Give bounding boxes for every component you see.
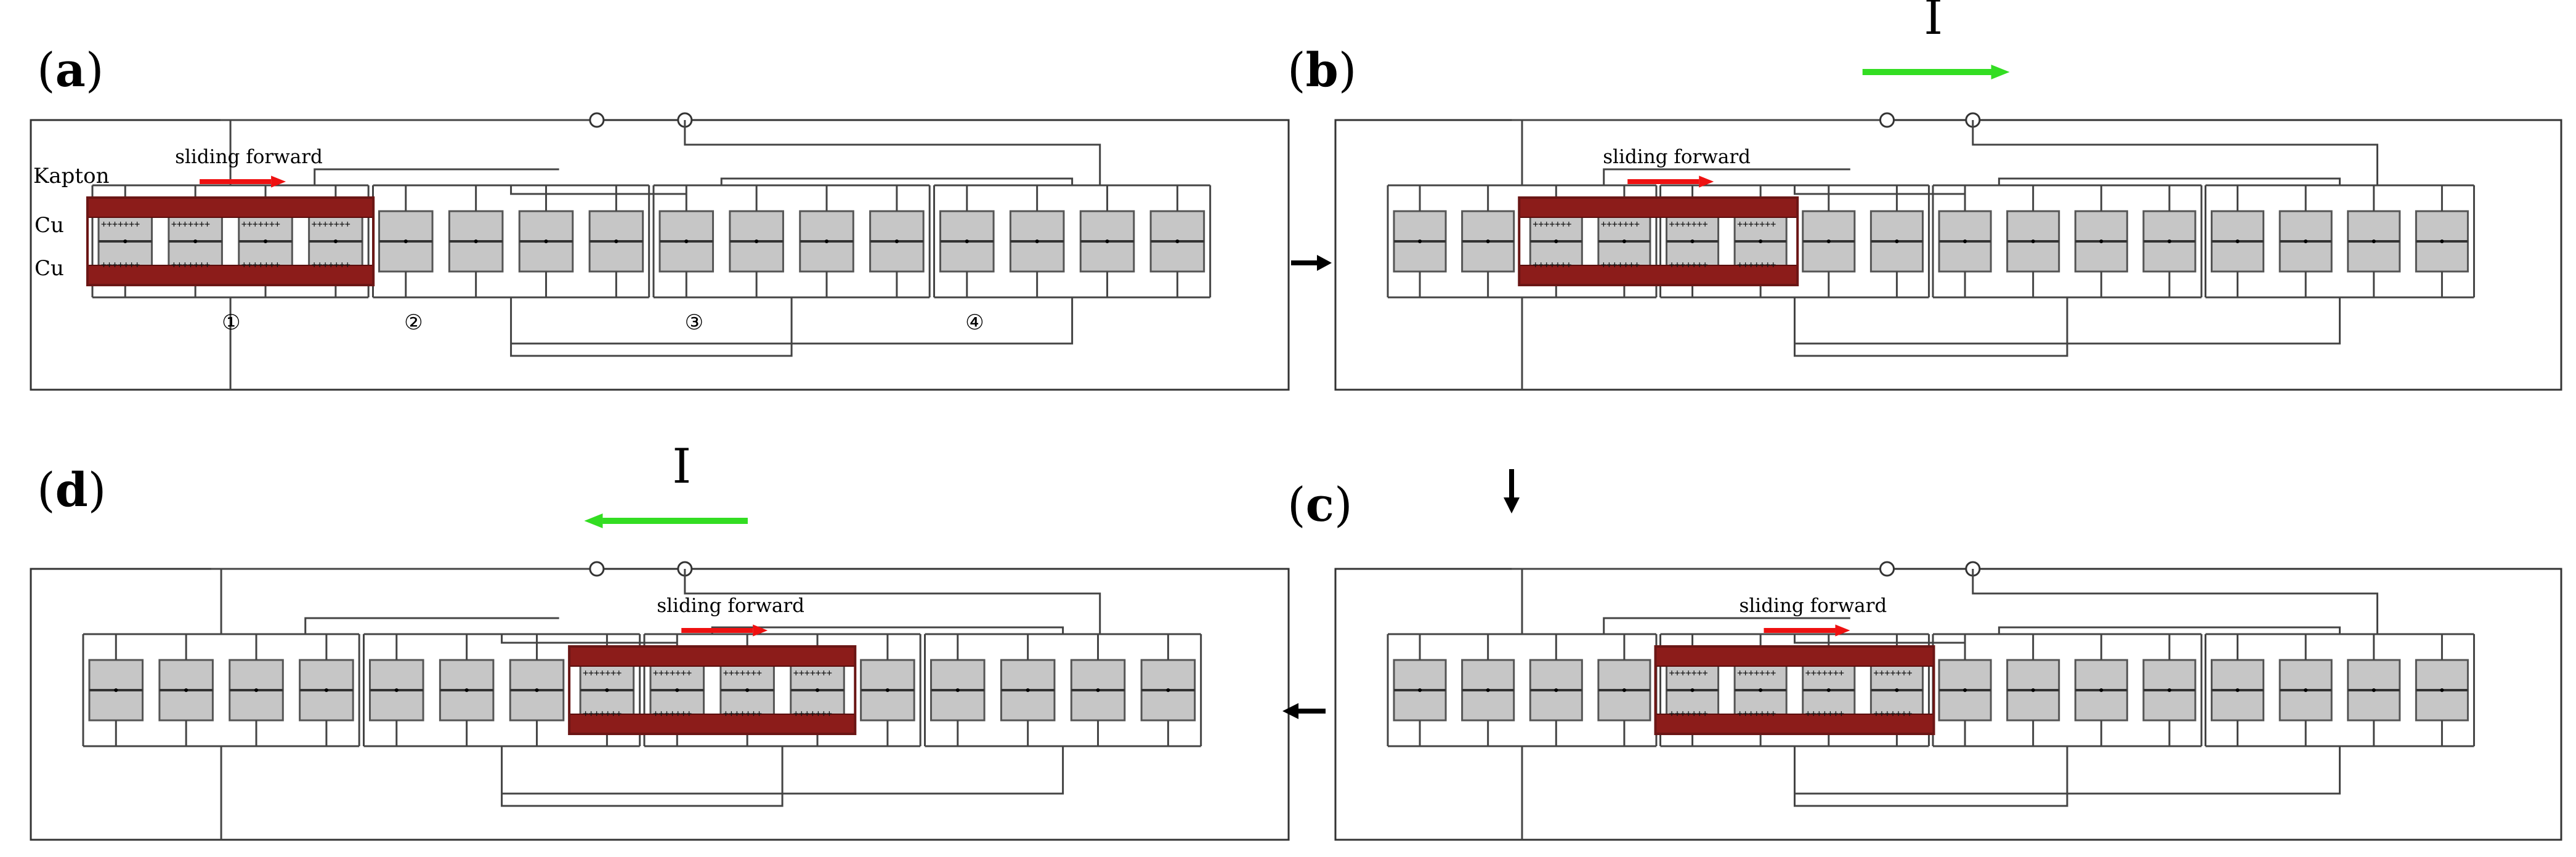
panel-label: (d) (37, 462, 106, 517)
bus-upper (1972, 569, 2378, 634)
panel-d: (d)+++++++++++++++++++++++++++++++++++++… (30, 439, 1290, 841)
svg-text:+++++++: +++++++ (793, 708, 832, 719)
svg-text:+++++++: +++++++ (653, 667, 692, 678)
current-label: I (1924, 0, 1943, 46)
sliding-element: +++++++ +++++++ +++++++ +++++++ +++++++ +++++… (1518, 196, 1799, 286)
sliding-label: sliding forward (175, 146, 323, 168)
svg-text:+++++++: +++++++ (1737, 219, 1776, 230)
svg-text:+++++++: +++++++ (1533, 219, 1571, 230)
cu-label-bottom: Cu (34, 256, 64, 281)
current-label: I (672, 439, 691, 494)
svg-text:+++++++: +++++++ (583, 667, 622, 678)
sliding-arrow-icon (1627, 175, 1714, 188)
circuit-frame (1334, 568, 2562, 841)
panel-label: (c) (1287, 477, 1353, 532)
group-number: ③ (685, 310, 703, 335)
sliding-element: +++++++ +++++++ +++++++ +++++++ +++++++ +++++… (86, 196, 375, 286)
terminal-left (589, 561, 605, 577)
sliding-label: sliding forward (657, 595, 804, 617)
circuit-frame (30, 568, 1290, 841)
svg-text:+++++++: +++++++ (1601, 259, 1640, 270)
svg-text:+++++++: +++++++ (723, 667, 762, 678)
svg-text:+++++++: +++++++ (1805, 667, 1844, 678)
kapton-top (569, 646, 856, 667)
bus-lower (510, 297, 793, 357)
bus-upper (1972, 120, 2378, 185)
bus-lower (501, 746, 784, 807)
svg-text:+++++++: +++++++ (1669, 259, 1708, 270)
group-number: ④ (965, 310, 984, 335)
kapton-label: Kapton (33, 164, 109, 188)
sliding-label: sliding forward (1739, 595, 1887, 617)
svg-text:+++++++: +++++++ (1601, 219, 1640, 230)
panel-a: (a)+++++++++++++++++++++++++++++++++++++… (30, 42, 1290, 391)
svg-text:+++++++: +++++++ (101, 259, 140, 270)
kapton-top (1655, 646, 1935, 667)
svg-text:+++++++: +++++++ (1805, 708, 1844, 719)
svg-text:+++++++: +++++++ (1873, 667, 1912, 678)
bus-lower (1793, 297, 2068, 357)
sliding-arrow-icon (200, 175, 286, 188)
cu-label-top: Cu (34, 213, 64, 238)
left-arrow-icon (1282, 703, 1326, 719)
right-arrow-icon (1291, 255, 1332, 271)
bus-upper (684, 569, 1101, 634)
bus-lower (1793, 746, 2068, 807)
svg-text:+++++++: +++++++ (1737, 259, 1776, 270)
kapton-top (1518, 197, 1799, 218)
down-arrow-icon (1504, 469, 1520, 513)
svg-text:+++++++: +++++++ (1669, 219, 1708, 230)
kapton-top (87, 197, 375, 218)
svg-text:+++++++: +++++++ (1533, 259, 1571, 270)
kapton-bottom (569, 714, 856, 734)
svg-text:+++++++: +++++++ (312, 259, 350, 270)
svg-text:+++++++: +++++++ (1737, 708, 1776, 719)
sliding-element: +++++++ +++++++ +++++++ +++++++ +++++++ +++++… (1654, 645, 1935, 735)
svg-text:+++++++: +++++++ (1873, 708, 1912, 719)
svg-text:+++++++: +++++++ (1669, 667, 1708, 678)
svg-text:+++++++: +++++++ (583, 708, 622, 719)
svg-text:+++++++: +++++++ (241, 259, 280, 270)
sliding-arrow-icon (1764, 624, 1850, 637)
svg-text:+++++++: +++++++ (1737, 667, 1776, 678)
terminal-left (1879, 112, 1895, 128)
svg-text:+++++++: +++++++ (1669, 708, 1708, 719)
svg-text:+++++++: +++++++ (171, 219, 210, 230)
terminal-left (1879, 561, 1895, 577)
svg-text:+++++++: +++++++ (241, 219, 280, 230)
svg-text:+++++++: +++++++ (793, 667, 832, 678)
panel-c: (c)+++++++++++++++++++++++++++++++++++++… (1287, 477, 2562, 841)
svg-text:+++++++: +++++++ (653, 708, 692, 719)
group-number: ① (222, 310, 240, 335)
sliding-element: +++++++ +++++++ +++++++ +++++++ +++++++ +++++… (568, 645, 857, 735)
bus-upper (684, 120, 1101, 185)
group-number: ② (404, 310, 423, 335)
panel-label: (b) (1287, 42, 1356, 97)
svg-text:+++++++: +++++++ (312, 219, 350, 230)
panel-label: (a) (37, 42, 104, 97)
current-arrow-icon (584, 513, 748, 528)
sliding-label: sliding forward (1603, 146, 1751, 168)
svg-text:+++++++: +++++++ (171, 259, 210, 270)
sliding-arrow-icon (681, 624, 768, 637)
kapton-bottom (1655, 714, 1935, 734)
svg-text:+++++++: +++++++ (723, 708, 762, 719)
circuit-frame (30, 119, 1290, 391)
circuit-frame (1334, 119, 2562, 391)
svg-text:+++++++: +++++++ (101, 219, 140, 230)
terminal-left (589, 112, 605, 128)
current-arrow-icon (1862, 65, 2010, 79)
panel-b: (b)+++++++++++++++++++++++++++++++++++++… (1287, 0, 2562, 391)
